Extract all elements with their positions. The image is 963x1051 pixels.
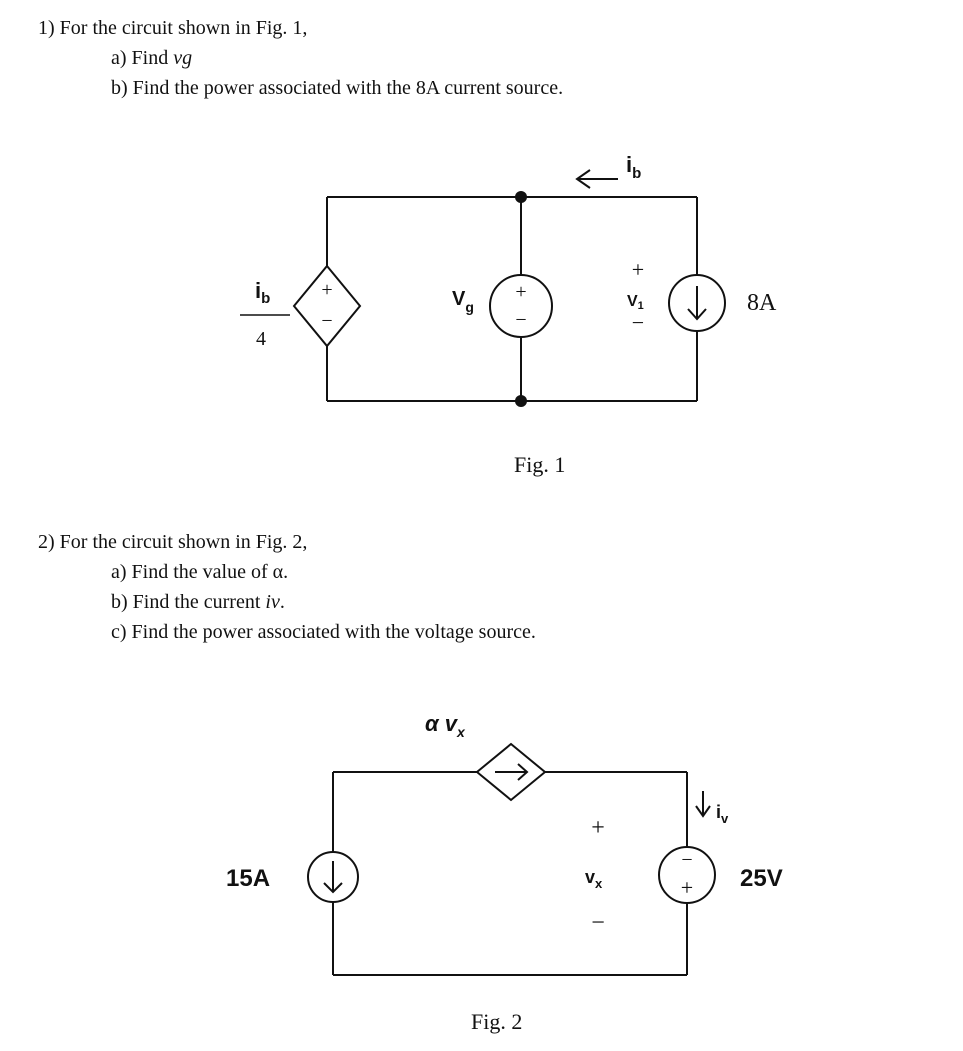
fig2-15a-label: 15A	[226, 865, 270, 892]
problem-2-prompt: 2) For the circuit shown in Fig. 2,	[38, 531, 308, 553]
problem-1-part-a: a) Find vg	[111, 47, 193, 69]
problem-2-part-c: c) Find the power associated with the vo…	[111, 621, 536, 643]
fig2-25v-minus: −	[681, 849, 692, 871]
fig1-dep-plus: +	[321, 279, 332, 301]
fig2-vx-label: vx	[585, 867, 603, 891]
fig2-vx-minus: −	[591, 910, 605, 936]
problem-2-part-b: b) Find the current iv.	[111, 591, 285, 613]
fig2-dep-arrow-icon	[495, 763, 529, 781]
vg-variable: vg	[173, 47, 193, 69]
fig2-alpha-label: α vx	[425, 711, 466, 740]
problem-1: 1) For the circuit shown in Fig. 1, a) F…	[38, 13, 563, 103]
fig1-ib-arrow-icon	[575, 169, 618, 189]
fig1-v1-minus: −	[632, 310, 644, 335]
fig2-circuit	[307, 742, 716, 976]
fig1-dep-source-denominator: 4	[256, 328, 266, 350]
fig1-node-bottom	[515, 395, 527, 407]
fig1-vg-source	[489, 274, 553, 338]
fig1-caption: Fig. 1	[514, 452, 565, 477]
fig1-vg-label: Vg	[452, 288, 474, 315]
fig1-dep-source-numerator: ib	[255, 278, 270, 307]
fig1-8a-label: 8A	[747, 290, 777, 316]
fig2-15a-source	[307, 851, 359, 903]
fig2-vx-plus: +	[591, 815, 605, 841]
fig2-iv-label: iv	[716, 802, 729, 826]
fig1-v1-label: V1	[627, 293, 644, 312]
fig1-ib-top-label: ib	[626, 152, 641, 182]
fig1-v1-plus: +	[632, 257, 644, 282]
fig2-iv-arrow-icon	[695, 791, 711, 818]
problem-2-part-a: a) Find the value of α.	[111, 561, 289, 583]
fig2-dependent-current-source	[475, 742, 547, 802]
fig1-8a-source	[668, 274, 726, 332]
fig1-dependent-voltage-source	[292, 264, 362, 348]
problem-1-part-b: b) Find the power associated with the 8A…	[111, 77, 564, 99]
problem-2: 2) For the circuit shown in Fig. 2, a) F…	[38, 527, 536, 647]
fig1-vg-minus: −	[515, 309, 526, 331]
fig2-25v-label: 25V	[740, 865, 783, 892]
iv-variable: iv	[265, 591, 280, 613]
fig1-vg-plus: +	[515, 281, 526, 303]
fig1-node-top	[515, 191, 527, 203]
fig2-15a-arrow-icon	[323, 861, 343, 894]
fig2-caption: Fig. 2	[471, 1009, 522, 1034]
problem-1-prompt: 1) For the circuit shown in Fig. 1,	[38, 17, 308, 39]
fig1-circuit	[292, 169, 726, 402]
fig2-25v-plus: +	[681, 875, 693, 900]
fig1-dep-minus: −	[321, 310, 332, 332]
fig2-25v-source	[658, 846, 716, 904]
fig1-8a-arrow-icon	[687, 286, 707, 321]
